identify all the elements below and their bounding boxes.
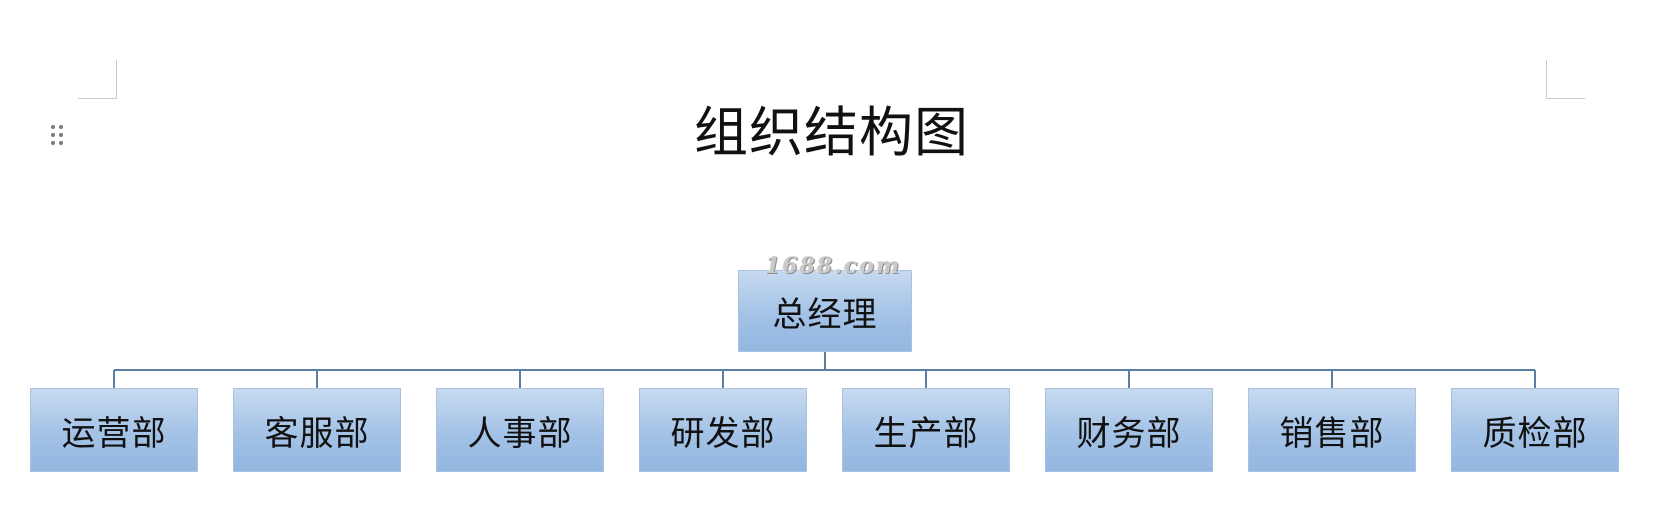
node-department-finance[interactable]: 财务部	[1045, 388, 1213, 472]
diagram-title: 组织结构图	[694, 101, 969, 164]
node-department-sales[interactable]: 销售部	[1248, 388, 1416, 472]
node-department-production[interactable]: 生产部	[842, 388, 1010, 472]
node-general-manager[interactable]: 总经理	[738, 270, 912, 352]
move-handle-icon[interactable]	[51, 125, 65, 147]
node-department-customer-service[interactable]: 客服部	[233, 388, 401, 472]
page-corner-mark-right	[1546, 60, 1585, 99]
watermark: 1688.com	[765, 253, 902, 279]
node-department-hr[interactable]: 人事部	[436, 388, 604, 472]
department-row: 运营部 客服部 人事部 研发部 生产部 财务部 销售部 质检部	[0, 388, 1663, 472]
node-department-rnd[interactable]: 研发部	[639, 388, 807, 472]
node-department-operations[interactable]: 运营部	[30, 388, 198, 472]
department-drop-lines	[113, 370, 1536, 388]
page-corner-mark-left	[78, 60, 117, 99]
node-department-quality[interactable]: 质检部	[1451, 388, 1619, 472]
